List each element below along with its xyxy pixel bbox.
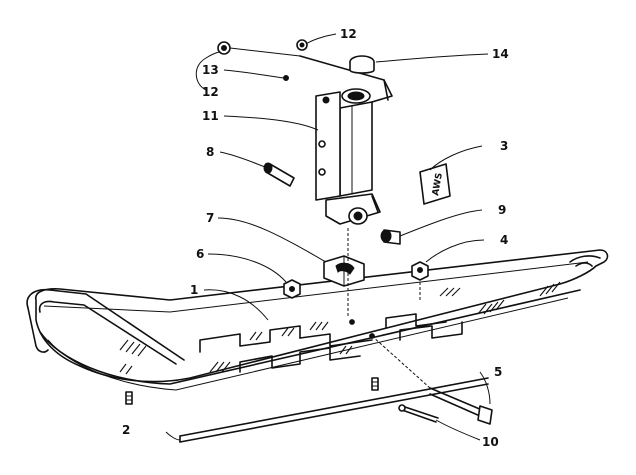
callout-3: 3 bbox=[500, 139, 508, 153]
callout-1: 1 bbox=[190, 283, 198, 297]
ski-body bbox=[26, 249, 609, 391]
callout-7: 7 bbox=[206, 211, 214, 225]
ski-shading bbox=[119, 281, 561, 375]
callout-12-left: 12 bbox=[202, 85, 219, 99]
washers-and-screws bbox=[217, 39, 308, 81]
leader-lines bbox=[165, 33, 491, 441]
callout-labels: 1 2 3 4 5 6 7 8 9 10 11 12 12 13 14 bbox=[122, 27, 509, 449]
callout-6: 6 bbox=[196, 247, 204, 261]
callout-11: 11 bbox=[202, 109, 219, 123]
damper-block bbox=[323, 255, 365, 287]
aws-decal: AWS bbox=[419, 163, 451, 205]
decal-text: AWS bbox=[431, 172, 445, 196]
spindle-cap bbox=[349, 55, 375, 74]
callout-8: 8 bbox=[206, 145, 214, 159]
callout-14: 14 bbox=[492, 47, 509, 61]
callout-5: 5 bbox=[494, 365, 502, 379]
spindle-assembly bbox=[299, 55, 393, 225]
callout-9: 9 bbox=[498, 203, 506, 217]
callout-2: 2 bbox=[122, 423, 130, 437]
wear-bar bbox=[125, 377, 489, 443]
bushing bbox=[380, 229, 401, 245]
nuts bbox=[283, 261, 429, 299]
bolt bbox=[429, 387, 493, 425]
cotter-pin bbox=[398, 404, 439, 423]
callout-12-top: 12 bbox=[340, 27, 357, 41]
callout-10: 10 bbox=[482, 435, 499, 449]
callout-4: 4 bbox=[500, 233, 508, 247]
callout-13: 13 bbox=[202, 63, 219, 77]
pin bbox=[263, 162, 295, 187]
assembly-axes bbox=[347, 228, 431, 389]
